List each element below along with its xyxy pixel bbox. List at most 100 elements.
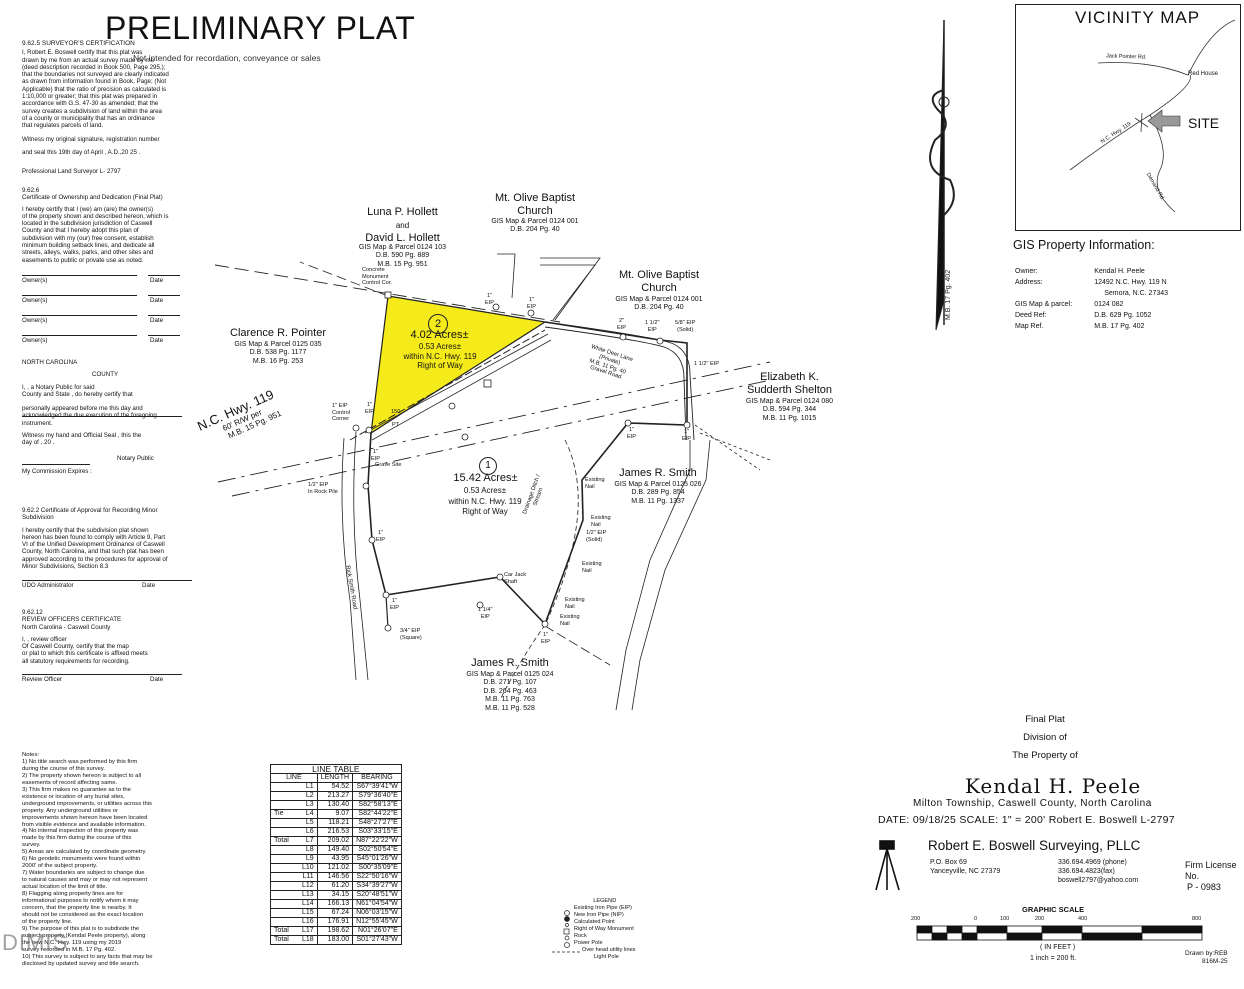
gis-row: Address:12492 N.C. Hwy. 119 N [1015, 278, 1174, 287]
line-table-cell-len: 149.40 [316, 845, 354, 855]
mk-line: 1/2" EIP [586, 530, 607, 536]
mk-line: Control Cor. [362, 280, 392, 286]
eip-solid-label: 1/2" EIP(Solid) [586, 530, 606, 543]
eip-label: 5/8" EIP(Solid) [675, 320, 695, 333]
notes-block: Notes: 1) No title search was performed … [22, 752, 217, 968]
scale-tick: 100 [1000, 916, 1010, 922]
church-1-name: Mt. Olive Baptist [494, 192, 576, 204]
hollett-owner: Luna P. Hollett and David L. Hollett [345, 206, 460, 245]
point-pt-label: PT [392, 422, 400, 428]
drawn-by: Drawn by:REB 816M-25 [1185, 950, 1228, 965]
line-table-cell-brg: S34°39'27"W [352, 881, 402, 891]
legend-item-row-monument: Right of Way Monument [574, 926, 634, 932]
ownership-certificate: 9.62.6 Certificate of Ownership and Dedi… [22, 187, 207, 264]
mk-line: EIP [527, 303, 537, 310]
legend-item-calc: Calculated Point [574, 919, 615, 925]
line-table-cell-brg: S01°27'43"W [352, 935, 402, 945]
cert-line: survey creates a subdivision of land wit… [22, 107, 162, 115]
note-line: subject property (Kendal Peele property)… [22, 932, 146, 939]
line-table-cell-brg: S03°33'15"E [352, 827, 402, 837]
church-1-name-2: Church [517, 205, 553, 217]
tract-2-row: 0.53 Acres± within N.C. Hwy. 119 Right o… [385, 342, 495, 371]
mk-line: In Rock Pile [308, 488, 338, 495]
owner-date-2: Date [150, 297, 164, 304]
line-table-cell-line: L5 [299, 818, 318, 828]
firm-fax: 336.694.4823(fax) [1058, 868, 1115, 875]
mk-line: EIP [371, 455, 381, 462]
line-table-cell-pre [270, 800, 299, 810]
cert-line: County, North Carolina, and that such pl… [22, 548, 164, 556]
mk-line: 1" [377, 530, 384, 536]
line-table-cell-brg: S67°39'41"W [352, 782, 402, 792]
gis-title: GIS Property Information: [1013, 238, 1155, 252]
gis-key: Address: [1015, 279, 1043, 286]
line-table-cell-brg: N06°03'15"W [352, 908, 402, 918]
drawn-by-label: Drawn by:REB [1185, 950, 1228, 957]
line-table-cell-len: 216.53 [316, 827, 354, 837]
note-line: survey recorded in M.B. 17 Pg. 402. [22, 946, 116, 953]
cert-line: I hereby certify that I (we) am (are) th… [22, 205, 154, 213]
cert-line: that regulates parcels of land. [22, 122, 104, 130]
mk-line: Corner [332, 416, 350, 422]
note-line: underground improvements, or utilities a… [22, 800, 152, 807]
note-line: 4) No internal inspection of this proper… [22, 828, 139, 835]
cert-line: located in the subdivision jurisdiction … [22, 220, 153, 228]
mk-line: (Square) [400, 634, 422, 641]
eip-label: 1"EIP [376, 530, 385, 543]
cert-line: drawn by me from an actual survey made b… [22, 56, 155, 64]
shelton-name-2: Sudderth Shelton [746, 384, 832, 396]
mk-line: 1" [372, 449, 379, 455]
tripod-icon [875, 840, 900, 891]
line-table-cell-pre [270, 872, 299, 882]
cert-line: accordance with G.S. 47-30 as amended; t… [22, 100, 159, 108]
mk-line: 1/2" EIP [308, 482, 329, 488]
legend-item-eip: Existing Iron Pipe (EIP) [574, 905, 632, 911]
mk-line: 1" [486, 293, 493, 299]
line-table-cell-len: 67.24 [316, 908, 354, 918]
line-table-cell-brg: S79°36'40"E [352, 791, 402, 801]
line-table-cell-line: L15 [299, 908, 318, 918]
note-line: the new N.C. Hwy. 119 using my 2019 [22, 939, 122, 946]
cert-line: VI of the Unified Development Ordinance … [22, 541, 165, 549]
note-line: informational purposes to notify whom it… [22, 898, 139, 905]
note-line: 3) This firm makes no guarantee as to th… [22, 786, 131, 793]
notary-block: NORTH CAROLINA COUNTY I, , a Notary Publ… [22, 359, 207, 475]
eip-label: 1"EIP [527, 297, 536, 310]
north-arrow-ref: M.B. 17 Pg. 402 [945, 270, 952, 320]
gis-value: 0124 082 [1094, 301, 1124, 308]
cert-line: instrument. [22, 419, 53, 427]
surveyor-cert-body: I, Robert E. Boswell certify that this p… [22, 49, 207, 129]
smith-2-gis: GIS Map & Parcel 0125 024 [466, 671, 554, 678]
mk-line: Shaft [504, 578, 518, 585]
note-line: 6) No geodetic monuments were found with… [22, 856, 141, 863]
owner-sig-4: Owner(s) [22, 337, 48, 344]
line-table-cell-pre [270, 791, 299, 801]
tract-2-row-desc: within N.C. Hwy. 119 [403, 351, 477, 361]
line-table-caption: LINE TABLE [270, 764, 402, 774]
mk-line: EIP [390, 604, 400, 611]
mk-line: 1" [542, 632, 549, 638]
line-table-header-bearing: BEARING [352, 773, 402, 783]
notary-witness: Witness my hand and Official Seal , this… [22, 432, 142, 440]
line-table-cell-pre: Total [270, 926, 299, 936]
note-line: 10) This survey is subject to any facts … [22, 953, 153, 960]
cert-line: 1:10,000 or greater; that this plat was … [22, 93, 158, 101]
owner-sig-1: Owner(s) [22, 277, 48, 284]
shelton-db: D.B. 594 Pg. 344 [762, 406, 817, 414]
cert-line: Of Caswell County, certify that the map [22, 643, 129, 651]
hollett-mb: M.B. 15 Pg. 951 [377, 260, 428, 268]
eip-label: 1 1/4"EIP [478, 607, 492, 620]
mk-line: Existing [582, 561, 602, 567]
